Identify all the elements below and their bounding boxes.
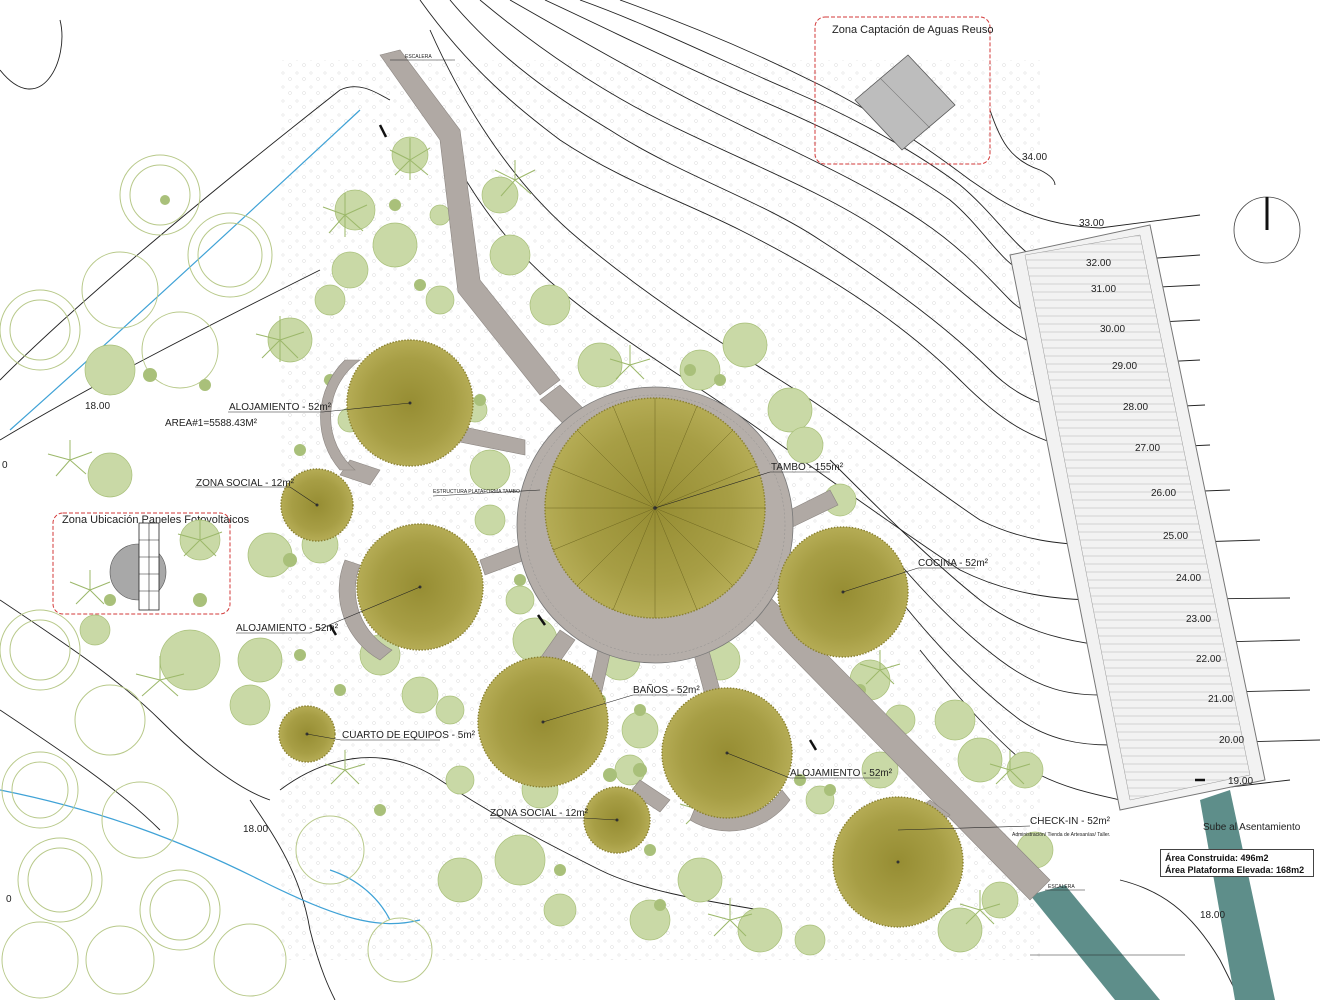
elev-29: 29.00 — [1112, 361, 1137, 372]
elev-30: 30.00 — [1100, 324, 1125, 335]
vegetation-outline-trees — [0, 154, 433, 999]
elev-24: 24.00 — [1176, 573, 1201, 584]
elev-25: 25.00 — [1163, 531, 1188, 542]
vegetation-shrubs — [79, 136, 1054, 956]
main-staircase — [1009, 224, 1266, 811]
label-platform: ESTRUCTURA PLATAFORMA TAMBO — [433, 489, 520, 495]
elev-21: 21.00 — [1208, 694, 1233, 705]
edge-mark-mid: 0 — [2, 460, 8, 471]
area-summary: Área Construida: 496m2 Área Plataforma E… — [1160, 849, 1314, 877]
deck-aloj-1 — [320, 359, 361, 471]
elev-27: 27.00 — [1135, 443, 1160, 454]
label-zona-social-1: ZONA SOCIAL - 12m² — [196, 478, 295, 489]
label-alojamiento-3: ALOJAMIENTO - 52m² — [790, 768, 893, 779]
label-asentamiento: Sube al Asentamiento — [1203, 822, 1301, 833]
elev-left-bottom: 18.00 — [243, 824, 268, 835]
label-stair-top: ESCALERA — [405, 54, 432, 60]
label-checkin: CHECK-IN - 52m² — [1030, 816, 1111, 827]
label-alojamiento-2: ALOJAMIENTO - 52m² — [236, 623, 339, 634]
label-area: AREA#1=5588.43M² — [165, 418, 258, 429]
edge-mark-bottom: 0 — [6, 894, 12, 905]
tambo-platform-ring — [524, 394, 786, 656]
summary-platform: Área Plataforma Elevada: 168m2 — [1165, 865, 1305, 875]
summary-built: Área Construida: 496m2 — [1165, 853, 1269, 863]
elevation-labels: 34.00 33.00 32.00 31.00 30.00 29.00 28.0… — [1022, 152, 1253, 787]
vegetation-palms — [47, 138, 1031, 937]
section-markers — [328, 124, 1205, 782]
elev-20: 20.00 — [1219, 735, 1244, 746]
teal-path-left — [1030, 885, 1160, 1000]
elev-34: 34.00 — [1022, 152, 1047, 163]
teal-path-right — [1200, 790, 1275, 1000]
water-reuse-zone — [814, 16, 991, 165]
elev-left-top: 18.00 — [85, 401, 110, 412]
label-checkin-sub: Administración/ Tienda de Artesanías/ Ta… — [1012, 832, 1110, 838]
leader-lines — [195, 59, 1185, 956]
elev-22: 22.00 — [1196, 654, 1221, 665]
elev-23: 23.00 — [1186, 614, 1211, 625]
elev-26: 26.00 — [1151, 488, 1176, 499]
label-zona-social-2: ZONA SOCIAL - 12m² — [490, 808, 589, 819]
elev-right-bottom: 18.00 — [1200, 910, 1225, 921]
label-banos: BAÑOS - 52m² — [633, 683, 700, 696]
elev-28: 28.00 — [1123, 402, 1148, 413]
north-arrow — [1233, 196, 1301, 264]
label-cuarto-equipos: CUARTO DE EQUIPOS - 5m² — [342, 730, 476, 741]
label-cocina: COCINA - 52m² — [918, 558, 989, 569]
elev-31: 31.00 — [1091, 284, 1116, 295]
river — [0, 109, 421, 925]
tambo-roof-rays — [545, 398, 765, 618]
elev-19: 19.00 — [1228, 776, 1253, 787]
label-alojamiento-1: ALOJAMIENTO - 52m² — [229, 402, 332, 413]
deck-aloj-2 — [338, 559, 393, 661]
water-zone-label: Zona Captación de Aguas Reuso — [832, 24, 993, 36]
solar-panel-zone — [52, 512, 231, 615]
elev-32: 32.00 — [1086, 258, 1111, 269]
label-tambo: TAMBO - 155m² — [771, 462, 844, 473]
solar-zone-label: Zona Ubicación Paneles Fotovoltaicos — [62, 514, 250, 526]
elev-33: 33.00 — [1079, 218, 1104, 229]
label-stair-bottom: ESCALERA — [1048, 884, 1075, 890]
